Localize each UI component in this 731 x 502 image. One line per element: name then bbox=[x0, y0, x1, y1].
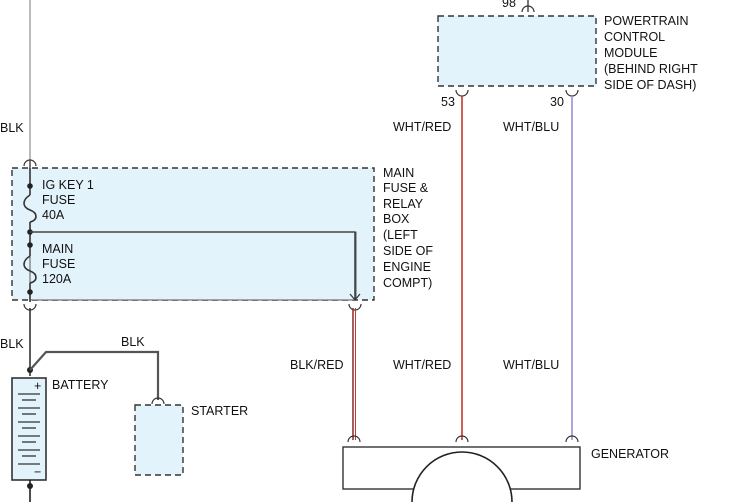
generator-conn-2 bbox=[455, 435, 469, 443]
label-wht-red-upper: WHT/RED bbox=[393, 120, 451, 134]
label-blk-top: BLK bbox=[0, 121, 24, 135]
generator-conn-3 bbox=[565, 435, 579, 443]
pcm-label-1: POWERTRAIN bbox=[604, 14, 689, 28]
generator-symbol bbox=[411, 451, 513, 502]
fusebox-label-2: FUSE & bbox=[383, 181, 429, 195]
fusebox-label-3: RELAY bbox=[383, 197, 424, 211]
fuse2-line1: MAIN bbox=[42, 242, 73, 256]
splice-dot-3 bbox=[27, 242, 33, 248]
pcm-label-4: (BEHIND RIGHT bbox=[604, 62, 698, 76]
starter-label: STARTER bbox=[191, 404, 248, 418]
battery-plus-sign: + bbox=[34, 379, 41, 393]
fusebox-arrow-right bbox=[349, 293, 361, 301]
battery-label: BATTERY bbox=[52, 378, 109, 392]
label-blk-starter: BLK bbox=[121, 335, 145, 349]
pcm-pin-98: 98 bbox=[502, 0, 516, 10]
fuse-main-symbol bbox=[23, 255, 37, 284]
battery-box bbox=[11, 377, 47, 481]
starter-connector bbox=[151, 397, 165, 405]
splice-dot-1 bbox=[27, 183, 33, 189]
pcm-box bbox=[437, 15, 597, 87]
fusebox-label-7: ENGINE bbox=[383, 260, 431, 274]
fuse1-line2: FUSE bbox=[42, 193, 75, 207]
splice-dot-4 bbox=[27, 289, 33, 295]
label-wht-red-lower: WHT/RED bbox=[393, 358, 451, 372]
label-blk-red: BLK/RED bbox=[290, 358, 344, 372]
label-wht-blu-upper: WHT/BLU bbox=[503, 120, 559, 134]
fusebox-label-8: COMPT) bbox=[383, 276, 432, 290]
pcm-top-connector bbox=[521, 5, 535, 13]
pcm-label-3: MODULE bbox=[604, 46, 657, 60]
fusebox-label-4: BOX bbox=[383, 212, 410, 226]
fuse-ig-key1-symbol bbox=[23, 194, 37, 223]
fusebox-label-5: (LEFT bbox=[383, 228, 418, 242]
fusebox-label-6: SIDE OF bbox=[383, 244, 433, 258]
generator-label: GENERATOR bbox=[591, 447, 669, 461]
pcm-pin-53: 53 bbox=[441, 95, 455, 109]
pcm-pin-30-connector bbox=[565, 89, 579, 97]
starter-box bbox=[134, 404, 184, 476]
splice-dot-ground bbox=[27, 483, 33, 489]
pcm-pin-53-connector bbox=[455, 89, 469, 97]
label-wht-blu-lower: WHT/BLU bbox=[503, 358, 559, 372]
pcm-label-5: SIDE OF DASH) bbox=[604, 78, 696, 92]
wire-blk-starter bbox=[29, 350, 160, 400]
fuse2-line3: 120A bbox=[42, 272, 72, 286]
main-fuse-inner-box bbox=[29, 231, 357, 301]
generator-conn-1 bbox=[347, 435, 361, 443]
fusebox-label-1: MAIN bbox=[383, 166, 414, 180]
label-blk-left-bottom: BLK bbox=[0, 337, 24, 351]
fuse2-line2: FUSE bbox=[42, 257, 75, 271]
pcm-pin-30: 30 bbox=[550, 95, 564, 109]
battery-cells bbox=[18, 393, 40, 465]
pcm-label-2: CONTROL bbox=[604, 30, 665, 44]
battery-minus-sign: − bbox=[34, 465, 41, 479]
fuse1-line1: IG KEY 1 bbox=[42, 178, 94, 192]
fuse1-line3: 40A bbox=[42, 208, 65, 222]
